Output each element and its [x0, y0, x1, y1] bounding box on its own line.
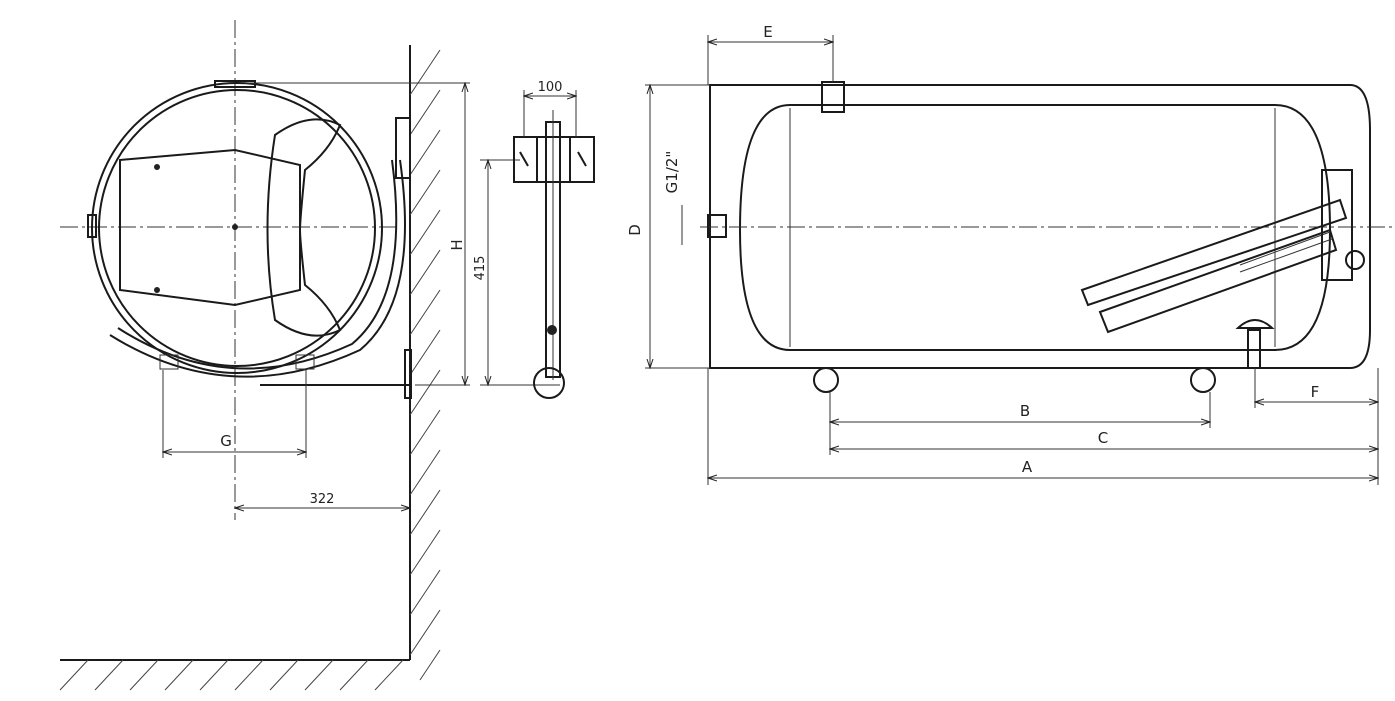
bracket-clip-right	[295, 354, 315, 370]
bolt-2	[154, 287, 160, 293]
foot-right	[1190, 367, 1216, 393]
top-fitting	[214, 80, 256, 88]
wall-hatching	[409, 49, 441, 681]
bracket-wheel	[533, 367, 565, 399]
left-fitting	[707, 214, 727, 238]
side-view: H 415 G 322	[59, 20, 560, 691]
rod-pin	[547, 325, 557, 335]
bottom-valve	[1235, 319, 1275, 329]
dim-100-label: 100	[538, 80, 563, 95]
dim-b-label: B	[1020, 402, 1030, 420]
section-view: D G1/2" E F B C A	[626, 23, 1395, 485]
slot-right	[577, 151, 587, 167]
bracket-arc-inner	[117, 159, 398, 370]
dim-c-label: C	[1098, 429, 1108, 447]
dim-d-label: D	[626, 224, 644, 236]
dim-415-label: 415	[473, 256, 488, 281]
dim-a-label: A	[1022, 458, 1033, 476]
heating-element	[1080, 198, 1348, 307]
bolt-1	[154, 164, 160, 170]
dim-f-label: F	[1311, 383, 1320, 401]
center-point	[232, 224, 238, 230]
tank-inner-circle	[98, 89, 376, 367]
wall-bracket-plate	[395, 117, 411, 179]
side-fitting	[87, 214, 97, 238]
top-outlet	[821, 81, 845, 113]
heating-rod	[1098, 228, 1338, 334]
heater-housing	[266, 118, 342, 337]
outer-shell	[709, 84, 1371, 369]
bracket-plate	[513, 136, 595, 183]
thermostat-knob	[1345, 250, 1365, 270]
dim-h-label: H	[448, 239, 466, 250]
slot-left	[519, 151, 529, 167]
foot-left	[813, 367, 839, 393]
bracket-clip-left	[159, 354, 179, 370]
dim-g-label: G	[220, 432, 232, 450]
dim-322-label: 322	[310, 492, 335, 507]
tank-outer-circle	[91, 82, 383, 374]
heater-flange	[1321, 169, 1353, 281]
thread-label: G1/2"	[663, 151, 681, 194]
bracket-foot	[404, 349, 412, 399]
floor-hatching	[59, 659, 404, 691]
inner-tank	[738, 104, 1332, 351]
bracket-detail: 100	[513, 80, 595, 399]
bracket-arc	[109, 159, 406, 378]
dim-e-label: E	[763, 23, 772, 41]
flange-plate	[119, 148, 301, 307]
bottom-pipe	[1247, 329, 1261, 369]
